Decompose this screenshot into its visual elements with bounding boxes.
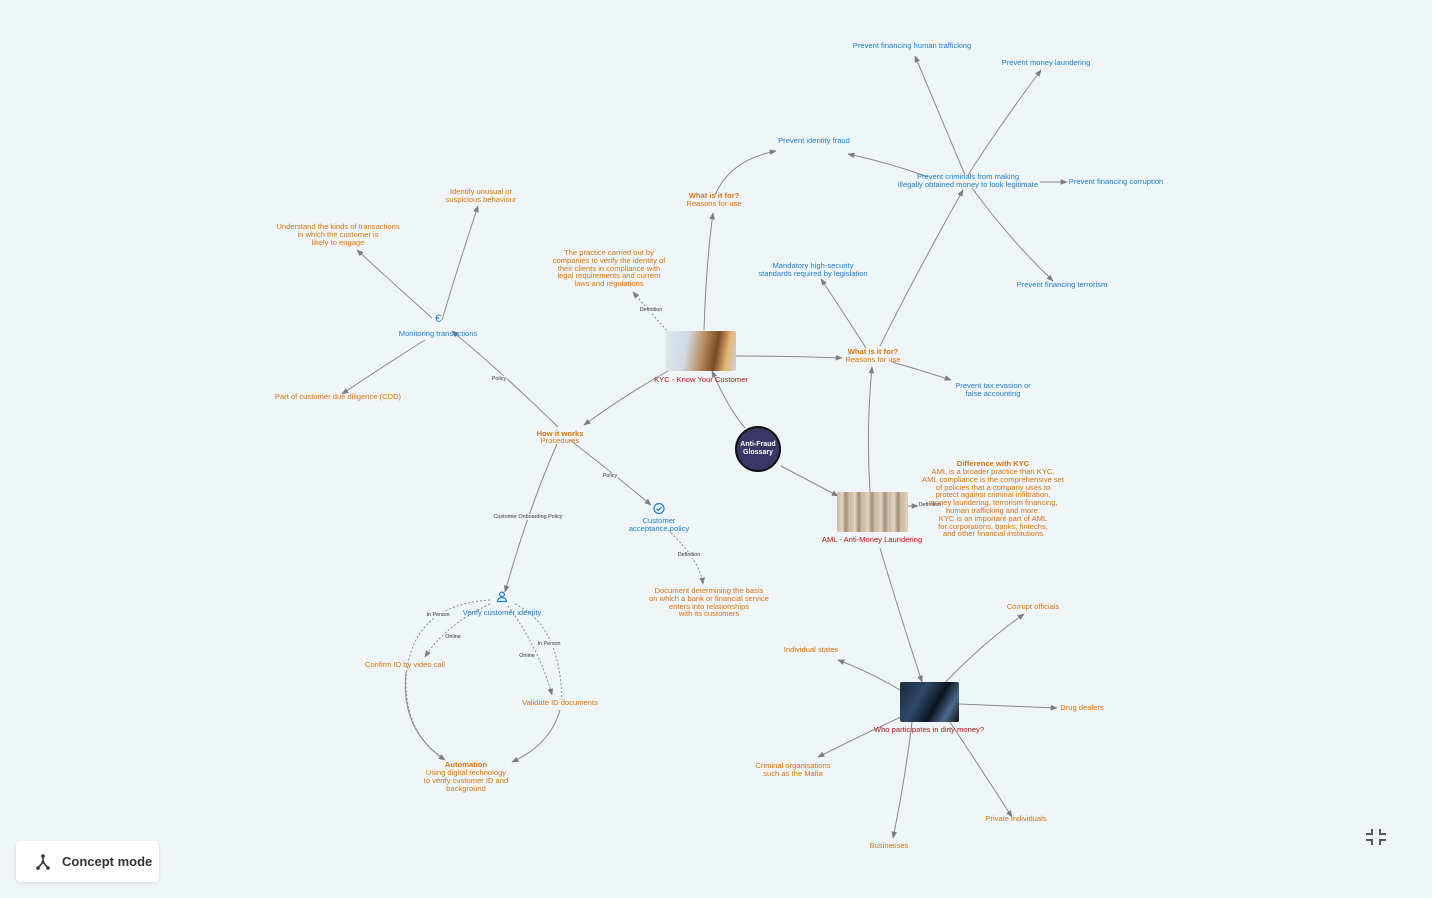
- edge-monitoring-cdd: [341, 339, 426, 395]
- verify-customer-identity[interactable]: Verify customer identity: [462, 608, 542, 617]
- edge-monitoring-identify: [441, 205, 479, 321]
- edge-verify-automation-left: [405, 599, 491, 761]
- edge-verify-automation-right: [514, 603, 563, 701]
- edge-validate-automation: [511, 709, 561, 763]
- edge-dirty-criminal: [817, 715, 904, 758]
- understand-transactions[interactable]: Understand the kinds of transactions in …: [276, 222, 400, 247]
- edge-verify-validate: [507, 605, 554, 696]
- customer-due-diligence[interactable]: Part of customer due diligence (CDD): [274, 392, 402, 401]
- edge-monitoring-understand: [356, 249, 433, 319]
- euro-icon: €: [434, 313, 442, 325]
- edge-center-aml: [780, 465, 839, 497]
- edge-dirty-states: [837, 659, 901, 691]
- edge-verify-confirm: [424, 603, 491, 658]
- how-it-works-title[interactable]: How it works: [536, 429, 584, 438]
- edge-whatfor-tax: [891, 361, 952, 381]
- edge-label-onboarding: Customer Onboarding Policy: [492, 514, 564, 520]
- how-it-works-sub[interactable]: Procedures: [540, 436, 580, 445]
- graph-icon: [36, 853, 50, 870]
- businesses[interactable]: Businesses: [869, 841, 909, 850]
- collapse-icon[interactable]: [1364, 828, 1388, 846]
- automation-title[interactable]: Automation: [444, 760, 488, 769]
- corrupt-officials[interactable]: Corrupt officials: [1006, 602, 1060, 611]
- edge-confirm-automation: [404, 671, 446, 761]
- prevent-criminals[interactable]: Prevent criminals from making illegally …: [897, 172, 1039, 189]
- aml-label[interactable]: AML - Anti-Money Laundering: [821, 535, 923, 544]
- center-node-anti-fraud-glossary[interactable]: Anti-Fraud Glossary: [735, 426, 781, 472]
- edge-label-online-a: Online: [444, 634, 462, 640]
- edge-acceptance-def: [667, 529, 705, 585]
- prevent-tax-evasion[interactable]: Prevent tax evasion or false accounting: [955, 381, 1031, 398]
- concept-mode-button[interactable]: Concept mode: [16, 841, 159, 882]
- edge-dirty-private: [949, 721, 1013, 818]
- edge-whatfor-mandatory: [820, 278, 867, 349]
- edge-label-online-b: Online: [518, 653, 536, 659]
- dirty-money-image[interactable]: [900, 682, 959, 722]
- edge-kyc-whatfor: [703, 212, 715, 331]
- kyc-label[interactable]: KYC - Know Your Customer: [654, 375, 748, 384]
- acceptance-definition[interactable]: Document determining the basis on which …: [649, 586, 769, 619]
- edge-label-acceptance-definition: Definition: [676, 552, 702, 558]
- edge-kyc-whatfor2: [735, 354, 843, 361]
- difference-title[interactable]: Difference with KYC: [956, 459, 1030, 468]
- monitoring-transactions[interactable]: Monitoring transactions: [398, 329, 478, 338]
- edge-center-kyc: [711, 370, 746, 429]
- edge-dirty-drug: [958, 703, 1058, 711]
- edge-label-policy-b: Policy: [601, 473, 619, 479]
- aml-what-for-sub[interactable]: Reasons for use: [845, 355, 901, 364]
- edge-aml-whatfor: [867, 366, 875, 493]
- edge-label-policy-a: Policy: [490, 376, 508, 382]
- dirty-money-label[interactable]: Who participates in dirty money?: [873, 725, 985, 734]
- validate-id-documents[interactable]: Validate ID documents: [522, 698, 598, 707]
- prevent-identity-fraud[interactable]: Prevent identity fraud: [778, 136, 850, 145]
- customer-acceptance-policy[interactable]: Customer acceptance policy: [628, 516, 690, 533]
- individual-states[interactable]: Individual states: [783, 645, 839, 654]
- kyc-what-for-title[interactable]: What is it for?: [688, 191, 740, 200]
- edge-dirty-corrupt: [941, 613, 1025, 687]
- aml-what-for-title[interactable]: What is it for?: [847, 347, 899, 356]
- prevent-money-laundering[interactable]: Prevent money laundering: [1001, 58, 1091, 67]
- edge-label-in-person-a: In Person: [425, 612, 451, 618]
- edge-kyc-definition: [632, 291, 673, 337]
- edge-whatfor-identity: [714, 149, 777, 196]
- identify-unusual[interactable]: Identify unusual or suspicious behaviour: [445, 187, 517, 204]
- automation-text[interactable]: Using digital technology to verify custo…: [423, 768, 509, 793]
- edge-kyc-how: [583, 370, 669, 426]
- edge-aml-dirty: [879, 547, 923, 683]
- private-individuals[interactable]: Private individuals: [985, 814, 1047, 823]
- concept-mode-label: Concept mode: [62, 854, 153, 869]
- kyc-image[interactable]: [666, 331, 736, 371]
- mandatory-standards[interactable]: Mandatory high-security standards requir…: [758, 261, 868, 278]
- edge-label-aml-definition: Definition: [917, 502, 943, 508]
- aml-image[interactable]: [837, 492, 908, 532]
- difference-text[interactable]: AML is a broader practice than KYC. AML …: [922, 467, 1064, 539]
- edge-criminals-trafficking: [914, 55, 966, 176]
- edge-criminals-identity: [847, 152, 929, 178]
- edge-label-kyc-definition: Definition: [638, 307, 664, 313]
- check-badge-icon: [653, 502, 665, 518]
- prevent-terrorism[interactable]: Prevent financing terrorism: [1016, 280, 1108, 289]
- kyc-definition[interactable]: The practice carried out by companies to…: [552, 248, 666, 289]
- criminal-organisations[interactable]: Criminal organisations such as the Mafia: [755, 761, 831, 778]
- edge-criminals-laundering: [967, 69, 1042, 176]
- drug-dealers[interactable]: Drug dealers: [1060, 703, 1104, 712]
- prevent-human-trafficking[interactable]: Prevent financing human trafficking: [852, 41, 972, 50]
- edge-label-in-person-b: In Person: [536, 641, 562, 647]
- confirm-id-video-call[interactable]: Confirm ID by video call: [364, 660, 446, 669]
- edge-criminals-terrorism: [971, 187, 1054, 282]
- person-icon: [496, 591, 508, 606]
- edge-dirty-businesses: [891, 721, 913, 839]
- edge-whatfor-criminals: [879, 189, 964, 347]
- prevent-corruption[interactable]: Prevent financing corruption: [1068, 177, 1164, 186]
- kyc-what-for-sub[interactable]: Reasons for use: [686, 199, 742, 208]
